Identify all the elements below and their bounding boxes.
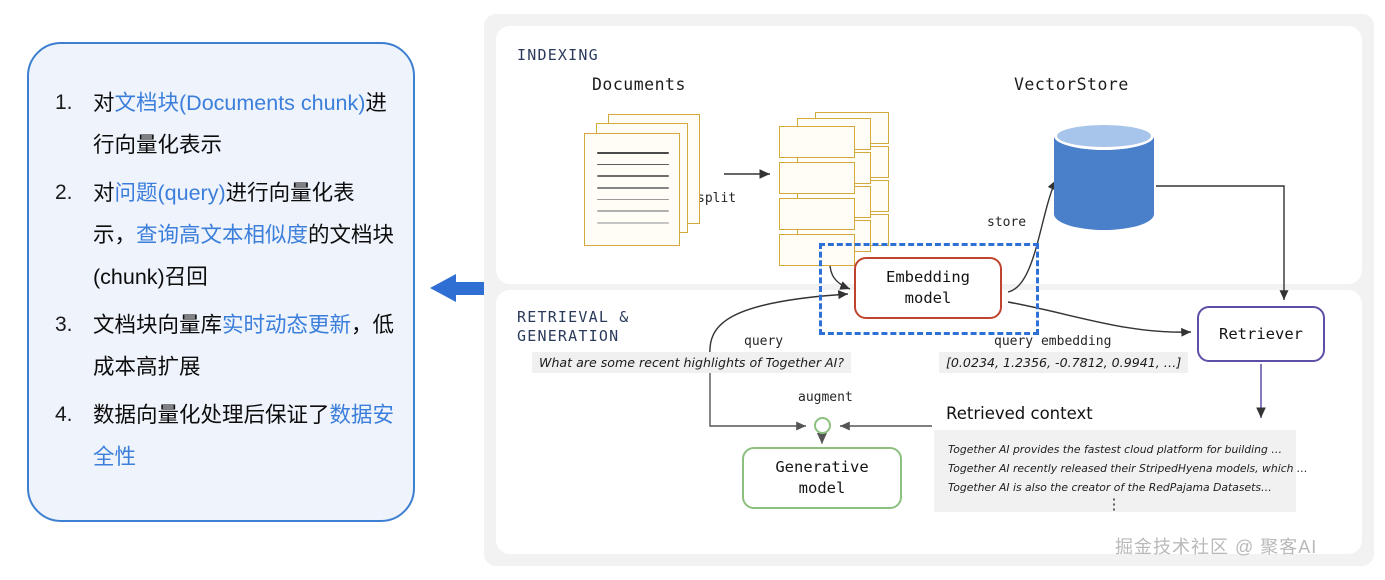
retriever-node[interactable]: Retriever (1197, 306, 1325, 362)
query-embedding-edge-label: query embedding (994, 334, 1112, 349)
query-embedding-value: [0.0234, 1.2356, -0.7812, 0.9941, …] (939, 352, 1189, 373)
highlighted-term: 问题(query) (114, 181, 226, 205)
context-line: Together AI is also the creator of the R… (948, 481, 1272, 494)
user-question-text: What are some recent highlights of Toget… (532, 352, 852, 373)
cylinder-top-ellipse (1054, 122, 1154, 150)
list-item-number: 3. (55, 313, 73, 336)
cylinder-body (1054, 136, 1154, 230)
context-ellipsis: ⋮ (1106, 496, 1124, 513)
list-item-text: 文档块向量库实时动态更新，低成本高扩展 (93, 304, 397, 388)
plain-text: 文档块向量库 (93, 313, 223, 337)
list-item-number: 4. (55, 403, 73, 426)
rag-diagram: INDEXING RETRIEVAL & GENERATION Document… (484, 14, 1374, 566)
list-item-text: 对问题(query)进行向量化表示，查询高文本相似度的文档块(chunk)召回 (93, 172, 397, 298)
watermark: 掘金技术社区 @ 聚客AI (1115, 537, 1318, 557)
embedding-model-node[interactable]: Embedding model (854, 257, 1002, 319)
list-item-number: 1. (55, 91, 73, 114)
generative-model-node[interactable]: Generative model (742, 447, 902, 509)
documents-title: Documents (592, 75, 686, 94)
plain-text: 数据向量化处理后保证了 (93, 403, 330, 427)
plain-text: 对 (93, 181, 115, 205)
context-line: Together AI provides the fastest cloud p… (948, 443, 1283, 456)
documents-stack-icon (584, 114, 710, 246)
plain-text: 对 (93, 91, 115, 115)
document-text-lines (597, 152, 669, 234)
highlighted-term: 文档块(Documents chunk) (114, 91, 366, 115)
embedding-highlight-box (819, 243, 1039, 335)
highlighted-term: 数据安全性 (93, 403, 395, 469)
augment-junction-icon (814, 417, 831, 434)
list-item-number: 2. (55, 181, 73, 204)
store-edge-label: store (987, 215, 1027, 230)
retrieved-context-box: Together AI provides the fastest cloud p… (934, 430, 1308, 513)
chunks-stack-icon (779, 112, 903, 266)
retrieval-section-label: RETRIEVAL & GENERATION (517, 308, 630, 345)
plain-text: 进行向量化表示 (93, 91, 387, 157)
augment-edge-label: augment (798, 390, 853, 405)
query-edge-label: query (744, 334, 784, 349)
plain-text: ，低成本高扩展 (93, 313, 395, 379)
list-item: 2. 对问题(query)进行向量化表示，查询高文本相似度的文档块(chunk)召… (53, 172, 397, 298)
indexing-section-label: INDEXING (517, 46, 599, 64)
retrieved-context-title: Retrieved context (946, 404, 1093, 423)
plain-text: 进行向量化表示， (93, 181, 355, 247)
vectorstore-title: VectorStore (1014, 75, 1129, 94)
list-item: 1. 对文档块(Documents chunk)进行向量化表示 (53, 82, 397, 166)
highlighted-term: 查询高文本相似度 (136, 223, 309, 247)
highlighted-term: 实时动态更新 (222, 313, 352, 337)
list-item: 3. 文档块向量库实时动态更新，低成本高扩展 (53, 304, 397, 388)
list-item: 4. 数据向量化处理后保证了数据安全性 (53, 394, 397, 478)
vectorstore-cylinder-icon (1054, 122, 1154, 242)
split-edge-label: split (697, 191, 737, 206)
list-item-text: 数据向量化处理后保证了数据安全性 (93, 394, 397, 478)
document-sheet-front (584, 133, 680, 246)
list-item-text: 对文档块(Documents chunk)进行向量化表示 (93, 82, 397, 166)
context-line: Together AI recently released their Stri… (948, 462, 1308, 475)
plain-text: 的文档块(chunk)召回 (93, 223, 395, 289)
